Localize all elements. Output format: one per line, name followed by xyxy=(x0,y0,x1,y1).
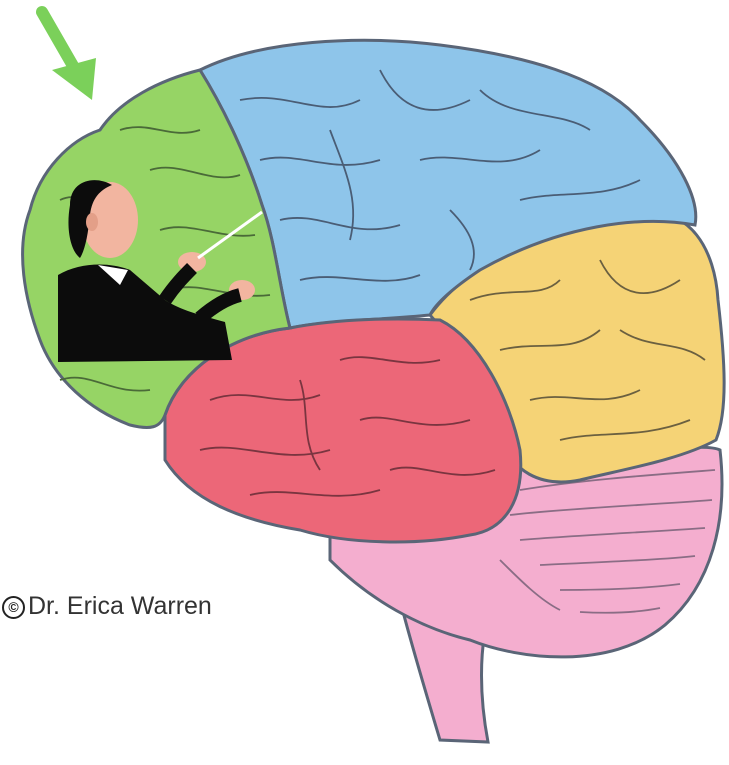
copyright-icon: © xyxy=(2,596,25,619)
arrow-down-right-icon xyxy=(42,12,96,100)
copyright-credit: ©Dr. Erica Warren xyxy=(2,592,212,621)
credit-author: Dr. Erica Warren xyxy=(28,592,212,620)
orchestra-conductor-icon xyxy=(56,175,262,365)
